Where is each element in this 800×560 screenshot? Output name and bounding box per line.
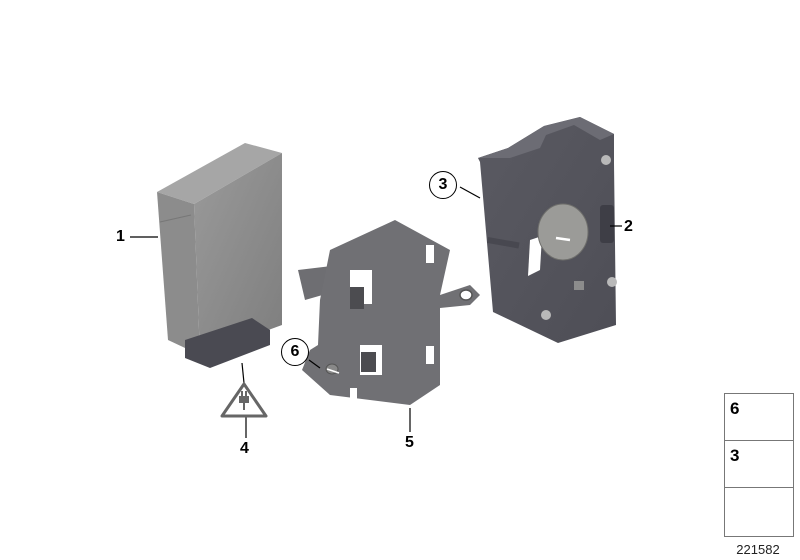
part-1-control-unit[interactable]: [157, 143, 282, 368]
legend-item-screw: 3: [725, 441, 793, 488]
fastener-legend: 6 3: [724, 393, 794, 537]
callout-5: 5: [405, 434, 414, 451]
callout-3: 3: [429, 171, 457, 199]
part-2-housing[interactable]: [478, 117, 617, 343]
diagram-reference-number: 221582: [736, 542, 780, 557]
legend-item-arrow: [725, 488, 793, 536]
callout-2: 2: [624, 218, 633, 235]
leader-lines: [130, 186, 622, 438]
part-4-plug-warning-icon: [220, 382, 268, 418]
part-5-mounting-bracket[interactable]: [298, 220, 480, 405]
legend-item-nut: 6: [725, 394, 793, 441]
legend-label: 6: [730, 399, 740, 418]
callout-1: 1: [116, 228, 125, 245]
callout-4: 4: [240, 440, 249, 457]
callout-6: 6: [281, 338, 309, 366]
legend-label: 3: [730, 446, 740, 465]
